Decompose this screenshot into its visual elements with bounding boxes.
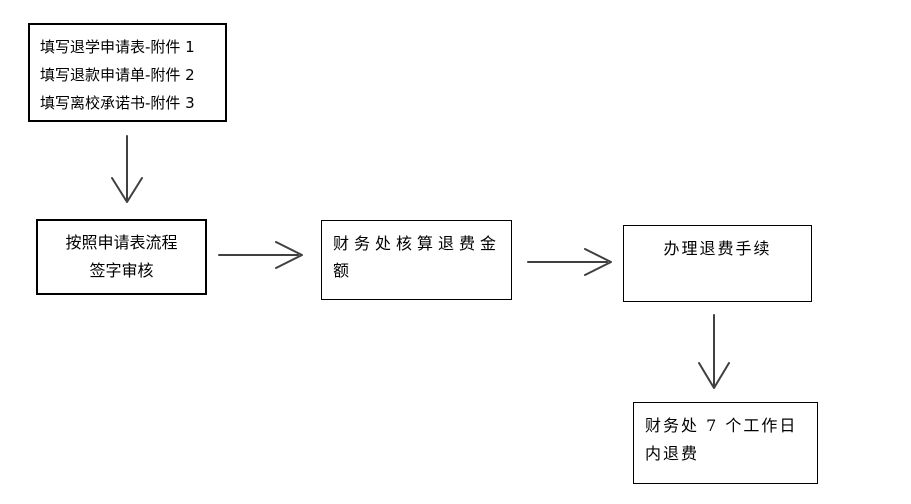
node-finance-calculate-line-2: 额 — [333, 261, 355, 280]
node-refund-procedure: 办理退费手续 — [623, 225, 812, 302]
node-refund-procedure-line-1: 办理退费手续 — [663, 239, 772, 258]
node-refund-days-line-1: 财务处 7 个工作日 — [645, 416, 798, 435]
node-sign-review: 按照申请表流程 签字审核 — [36, 219, 207, 295]
node-fill-forms-line-1: 填写退学申请表-附件 1 — [40, 38, 195, 56]
node-finance-calculate-refund: 财务处核算退费金 额 — [321, 220, 512, 300]
arrow-calc-to-procedure — [527, 248, 612, 276]
arrow-review-to-calc — [218, 241, 303, 269]
node-refund-days-line-2: 内退费 — [645, 444, 700, 463]
node-fill-forms: 填写退学申请表-附件 1 填写退款申请单-附件 2 填写离校承诺书-附件 3 — [28, 23, 227, 122]
node-finance-calculate-line-1: 财务处核算退费金 — [333, 234, 502, 253]
node-fill-forms-line-2: 填写退款申请单-附件 2 — [40, 66, 195, 84]
node-sign-review-line-1: 按照申请表流程 — [65, 233, 178, 252]
node-refund-within-7-workdays: 财务处 7 个工作日 内退费 — [633, 402, 818, 484]
node-sign-review-line-2: 签字审核 — [89, 261, 154, 280]
node-fill-forms-line-3: 填写离校承诺书-附件 3 — [40, 94, 195, 112]
arrow-forms-to-review — [111, 135, 143, 203]
arrow-procedure-to-days — [698, 314, 730, 389]
